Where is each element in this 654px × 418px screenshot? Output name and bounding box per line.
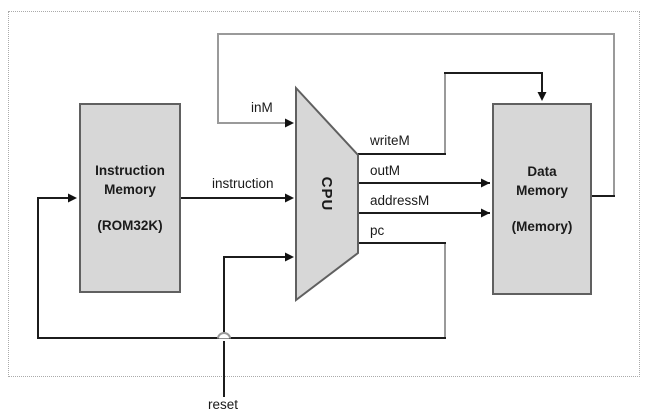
label-instruction: instruction bbox=[212, 176, 274, 191]
wire-into-rom bbox=[37, 197, 70, 199]
wire-pc-out bbox=[358, 242, 446, 244]
instruction-memory-box: Instruction Memory (ROM32K) bbox=[79, 103, 181, 293]
instruction-memory-title: Instruction Memory bbox=[95, 161, 165, 199]
wire-reset-lower bbox=[223, 341, 225, 397]
data-memory-title-line1: Data bbox=[527, 164, 557, 179]
wire-pc-dropper bbox=[444, 242, 446, 339]
data-memory-box: Data Memory (Memory) bbox=[492, 103, 592, 295]
wire-outM bbox=[358, 182, 490, 184]
wire-writeM-riser bbox=[444, 72, 446, 155]
wire-reset-upper bbox=[223, 256, 225, 336]
dotted-frame bbox=[8, 11, 640, 377]
wire-memory-out-stub bbox=[592, 195, 615, 197]
label-inM: inM bbox=[251, 100, 273, 115]
data-memory-title-line2: Memory bbox=[516, 183, 568, 198]
label-pc: pc bbox=[370, 223, 385, 238]
wire-writeM-out bbox=[358, 153, 446, 155]
wire-memory-feedback-right bbox=[613, 33, 615, 197]
data-memory-title: Data Memory bbox=[516, 162, 568, 200]
data-memory-subtitle: (Memory) bbox=[511, 219, 573, 234]
label-reset: reset bbox=[208, 397, 239, 412]
cpu-title: CPU bbox=[318, 176, 336, 212]
wire-inM-into-cpu bbox=[217, 122, 286, 124]
label-outM: outM bbox=[370, 163, 401, 178]
instruction-memory-title-line2: Memory bbox=[104, 182, 156, 197]
wire-writeM-down bbox=[541, 72, 543, 93]
wire-pc-feedback-bottom bbox=[37, 337, 446, 339]
wire-instruction bbox=[181, 197, 287, 199]
wire-addressM bbox=[358, 212, 490, 214]
label-addressM: addressM bbox=[370, 193, 430, 208]
instruction-memory-subtitle: (ROM32K) bbox=[97, 218, 163, 233]
wire-memory-feedback-top bbox=[217, 33, 615, 35]
wire-writeM-top bbox=[444, 72, 543, 74]
wire-pc-feedback-left bbox=[37, 197, 39, 339]
label-writeM: writeM bbox=[370, 133, 410, 148]
wire-reset-into-cpu bbox=[223, 256, 287, 258]
instruction-memory-title-line1: Instruction bbox=[95, 163, 165, 178]
wire-memory-feedback-left bbox=[217, 33, 219, 124]
